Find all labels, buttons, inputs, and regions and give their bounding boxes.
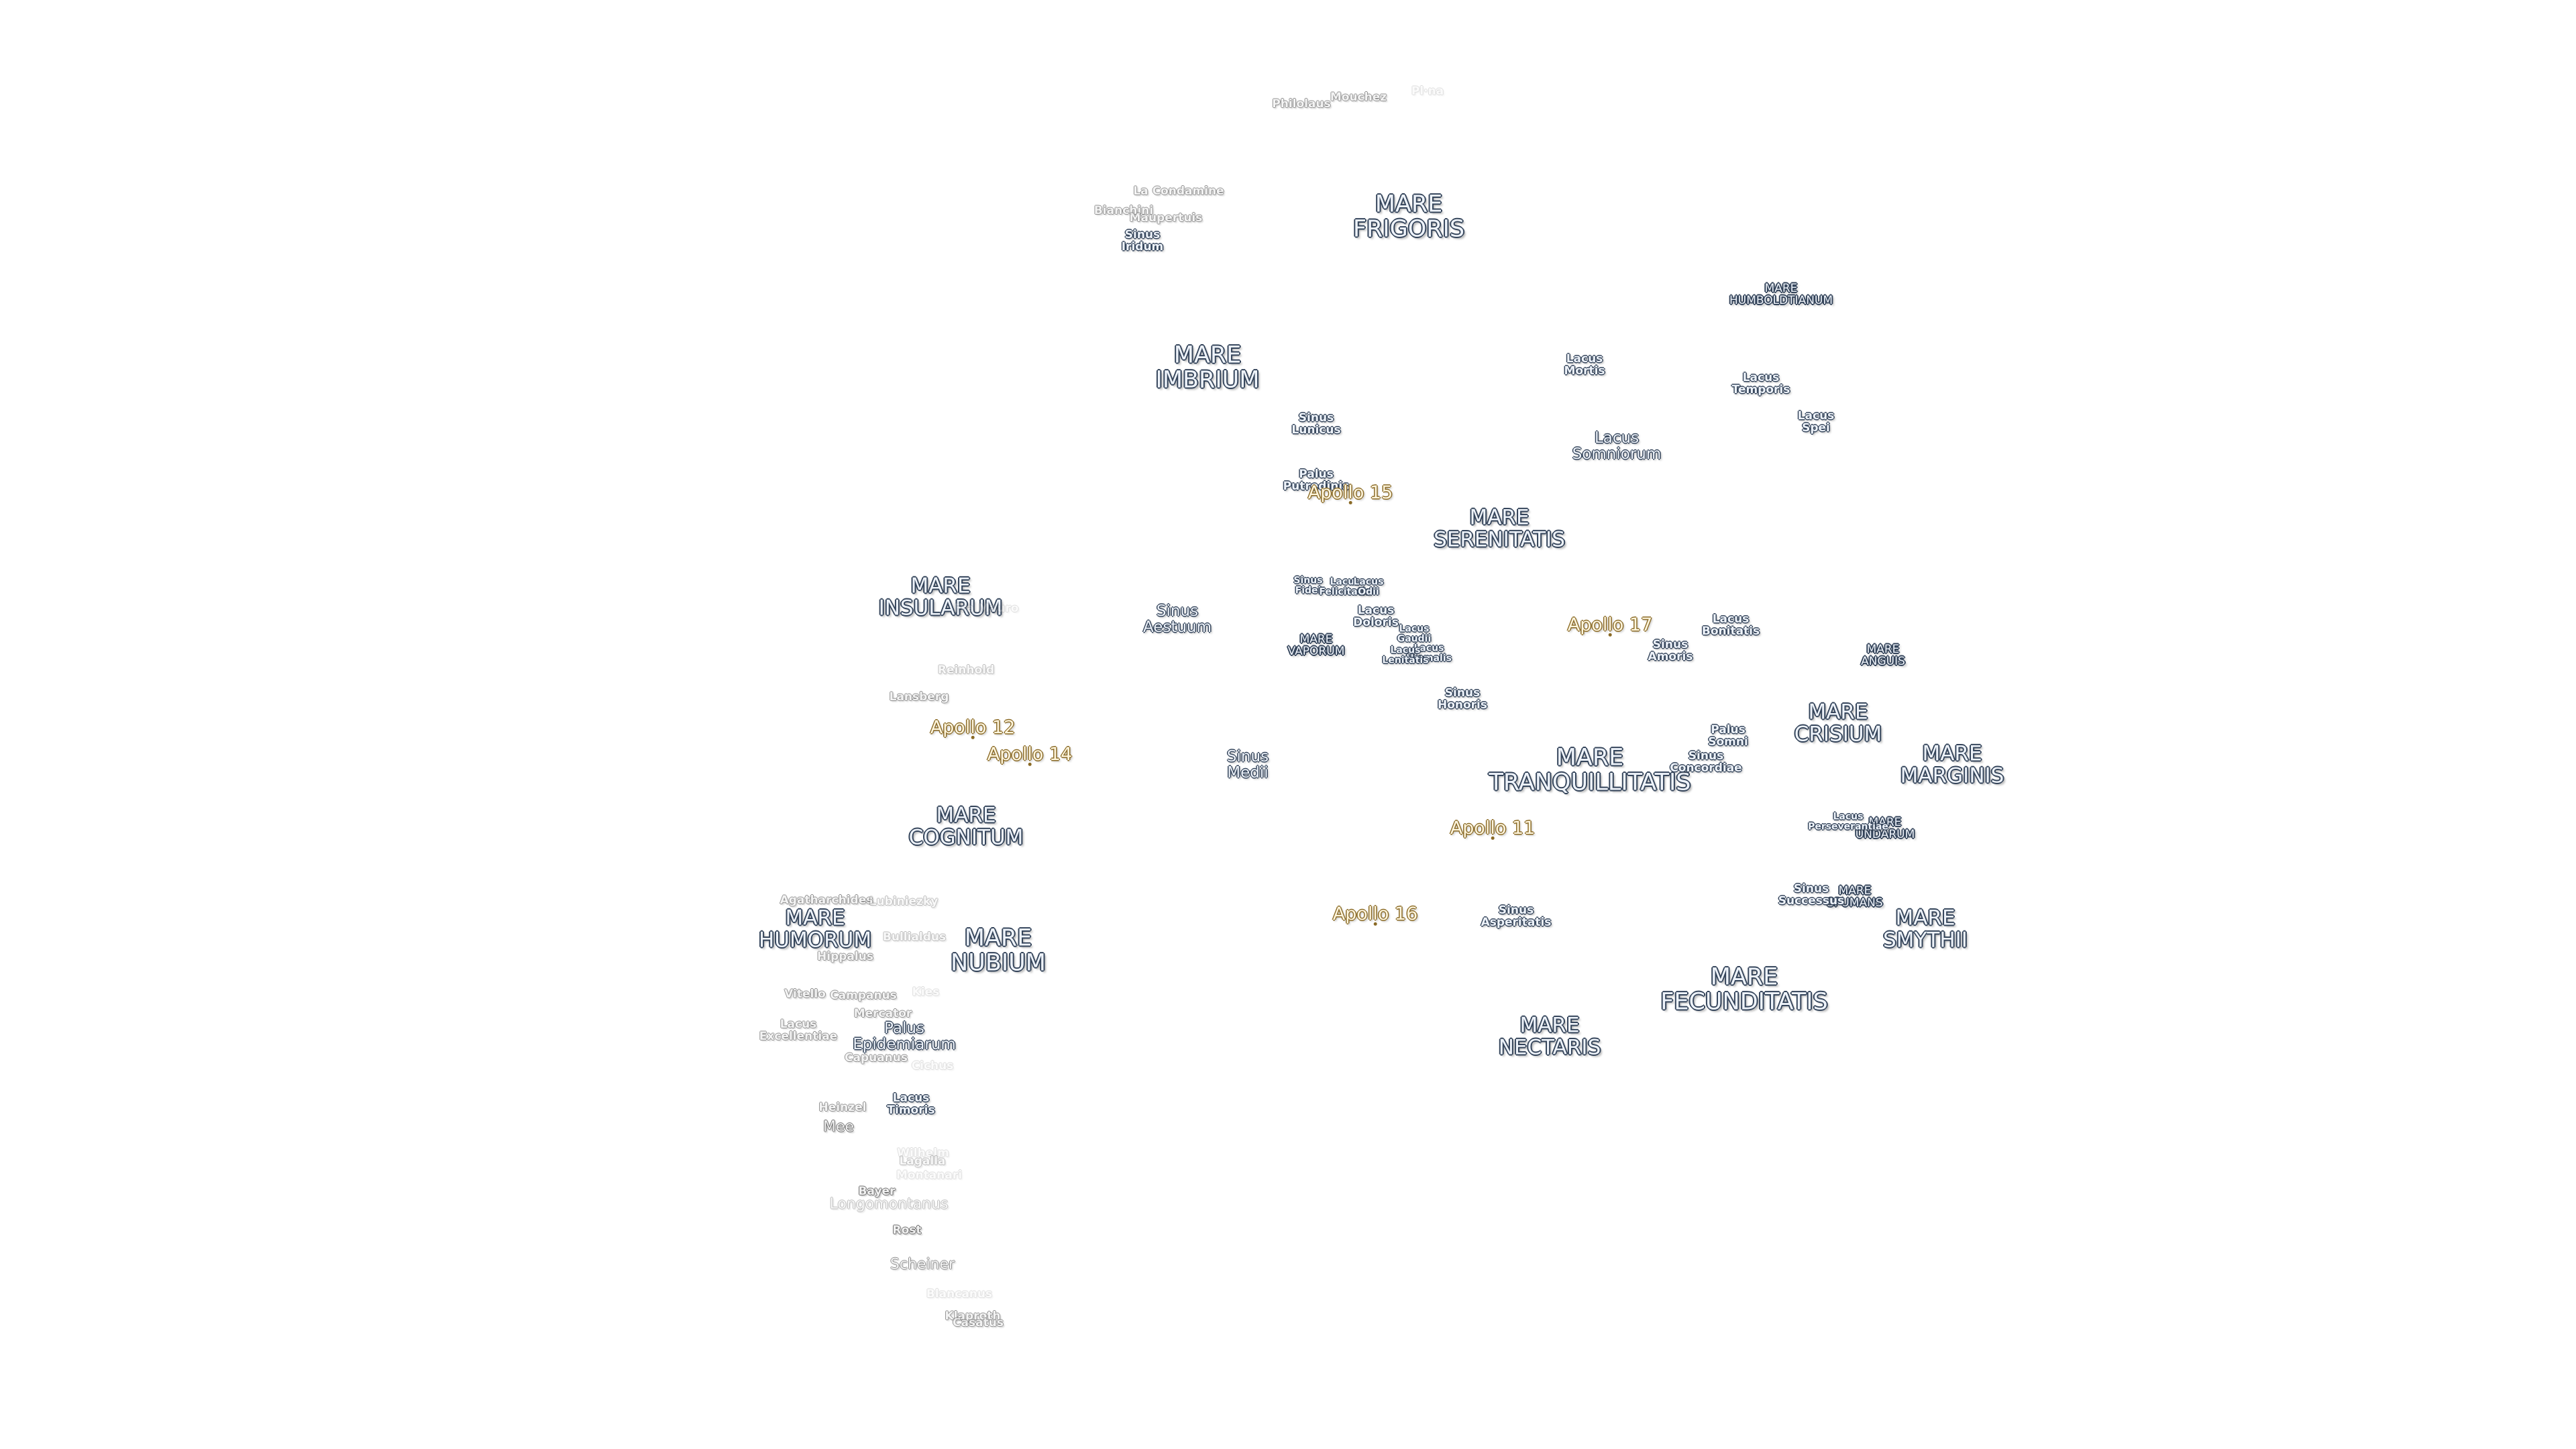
longomontanus-crater-label[interactable]: Longomontanus	[829, 1195, 949, 1213]
kies-crater-label[interactable]: Kies	[912, 985, 940, 1000]
mouchez-crater-label[interactable]: Mouchez	[1330, 91, 1387, 105]
sinus-medii-feature-label[interactable]: Sinus Medii	[1226, 747, 1269, 782]
klaproth-crater-label[interactable]: Klaproth	[945, 1309, 1001, 1324]
lacus-perseverantiae-feature-label[interactable]: Lacus Perseverantiae	[1808, 811, 1888, 832]
mare-nubium-mare-label[interactable]: MARE NUBIUM	[951, 924, 1046, 976]
lagalla-crater-label[interactable]: Lagalla	[899, 1155, 946, 1169]
mare-crisium-mare-label[interactable]: MARE CRISIUM	[1794, 700, 1882, 746]
mare-imbrium-mare-label[interactable]: MARE IMBRIUM	[1155, 341, 1260, 393]
lacus-felicitatis-feature-label[interactable]: Lacus Felicitatis	[1319, 576, 1371, 597]
mare-undarum-mare-label[interactable]: MARE UNDARUM	[1855, 816, 1915, 841]
scheiner-crater-label[interactable]: Scheiner	[890, 1256, 955, 1273]
mare-frigoris-mare-label[interactable]: MARE FRIGORIS	[1352, 191, 1465, 242]
mare-humorum-mare-label[interactable]: MARE HUMORUM	[758, 906, 872, 952]
lacus-hiemalis-feature-label[interactable]: Lacus Hiemalis	[1406, 643, 1452, 663]
mare-nectaris-mare-label[interactable]: MARE NECTARIS	[1498, 1013, 1601, 1059]
mare-marginis-mare-label[interactable]: MARE MARGINIS	[1900, 741, 2004, 788]
lacus-mortis-feature-label[interactable]: Lacus Mortis	[1564, 352, 1605, 378]
landing-site-marker	[1028, 763, 1032, 767]
mare-insularum-mare-label[interactable]: MARE INSULARUM	[878, 574, 1003, 620]
pl-na-crater-label[interactable]: Pl·na	[1411, 85, 1444, 99]
montanari-crater-label[interactable]: Montanari	[896, 1169, 963, 1183]
fra-mauro-crater-label[interactable]: Fra Mauro	[953, 602, 1019, 616]
apollo-12-landing-site-label[interactable]: Apollo 12	[930, 718, 1015, 740]
hippalus-crater-label[interactable]: Hippalus	[817, 950, 873, 964]
apollo-14-landing-site-label[interactable]: Apollo 14	[987, 745, 1072, 767]
mare-vaporum-mare-label[interactable]: MARE VAPORUM	[1287, 633, 1345, 658]
lacus-excellentiae-crater-label[interactable]: Lacus Excellentiae	[759, 1018, 838, 1043]
lacus-somniorum-feature-label[interactable]: Lacus Somniorum	[1572, 429, 1662, 463]
lacus-spei-feature-label[interactable]: Lacus Spei	[1797, 409, 1835, 435]
lacus-timoris-feature-label[interactable]: Lacus Timoris	[887, 1091, 935, 1117]
sinus-successus-feature-label[interactable]: Sinus Successus	[1778, 882, 1845, 908]
cichus-crater-label[interactable]: Cichus	[911, 1059, 954, 1073]
sinus-iridum-feature-label[interactable]: Sinus Iridum	[1121, 228, 1164, 254]
reinhold-crater-label[interactable]: Reinhold	[937, 663, 995, 678]
philolaus-crater-label[interactable]: Philolaus	[1272, 97, 1331, 111]
mee-crater-label[interactable]: Mee	[822, 1118, 855, 1136]
palus-epidemiarum-feature-label[interactable]: Palus Epidemiarum	[853, 1019, 956, 1053]
mare-fecunditatis-mare-label[interactable]: MARE FECUNDITATIS	[1660, 963, 1828, 1015]
sinus-lunicus-feature-label[interactable]: Sinus Lunicus	[1291, 411, 1341, 437]
landing-site-marker	[1374, 922, 1377, 926]
rost-crater-label[interactable]: Rost	[892, 1224, 922, 1238]
lacus-lenitatis-feature-label[interactable]: Lacus Lenitatis	[1382, 645, 1429, 665]
mare-smythii-mare-label[interactable]: MARE SMYTHII	[1883, 906, 1968, 952]
mare-serenitatis-mare-label[interactable]: MARE SERENITATIS	[1434, 505, 1565, 551]
bullialdus-crater-label[interactable]: Bullialdus	[882, 930, 947, 945]
sinus-asperitatis-feature-label[interactable]: Sinus Asperitatis	[1481, 904, 1552, 929]
heinzel-crater-label[interactable]: Heinzel	[818, 1101, 867, 1115]
sinus-fidei-feature-label[interactable]: Sinus Fidei	[1293, 575, 1323, 596]
apollo-11-landing-site-label[interactable]: Apollo 11	[1450, 818, 1535, 841]
mare-humboldtianum-mare-label[interactable]: MARE HUMBOLDTIANUM	[1729, 282, 1833, 307]
blancanus-crater-label[interactable]: Blancanus	[926, 1287, 993, 1301]
mercator-crater-label[interactable]: Mercator	[853, 1007, 912, 1021]
palus-somni-feature-label[interactable]: Palus Somni	[1708, 723, 1748, 749]
lansberg-crater-label[interactable]: Lansberg	[889, 690, 949, 704]
landing-site-marker	[1349, 501, 1352, 505]
la-condamine-crater-label[interactable]: La Condamine	[1133, 184, 1224, 199]
lubiniezky-crater-label[interactable]: Lubiniezky	[869, 895, 938, 909]
palus-putredinis-feature-label[interactable]: Palus Putredinis	[1283, 468, 1350, 493]
vitello-crater-label[interactable]: Vitello	[784, 987, 826, 1002]
maupertuis-crater-label[interactable]: Maupertuis	[1129, 211, 1203, 225]
apollo-17-landing-site-label[interactable]: Apollo 17	[1568, 615, 1652, 637]
sinus-amoris-feature-label[interactable]: Sinus Amoris	[1648, 638, 1693, 663]
landing-site-marker	[1609, 633, 1612, 637]
wilhelm-crater-label[interactable]: Wilhelm	[897, 1146, 949, 1161]
lacus-doloris-feature-label[interactable]: Lacus Doloris	[1353, 604, 1399, 629]
lacus-temporis-feature-label[interactable]: Lacus Temporis	[1731, 371, 1790, 396]
apollo-15-landing-site-label[interactable]: Apollo 15	[1308, 483, 1393, 505]
lacus-bonitatis-feature-label[interactable]: Lacus Bonitatis	[1701, 612, 1760, 638]
bayer-crater-label[interactable]: Bayer	[858, 1185, 896, 1199]
sinus-aestuum-feature-label[interactable]: Sinus Aestuum	[1142, 602, 1212, 636]
mare-anguis-mare-label[interactable]: MARE ANGUIS	[1861, 643, 1905, 668]
sinus-concordiae-feature-label[interactable]: Sinus Concordiae	[1670, 749, 1742, 775]
lacus-odii-feature-label[interactable]: Lacus Odii	[1353, 576, 1384, 597]
capuanus-crater-label[interactable]: Capuanus	[844, 1051, 908, 1065]
landing-site-marker	[1491, 837, 1495, 841]
landing-site-marker	[971, 736, 975, 740]
bianchini-crater-label[interactable]: Bianchini	[1093, 204, 1154, 218]
agatharchides-crater-label[interactable]: Agatharchides	[780, 894, 873, 908]
campanus-crater-label[interactable]: Campanus	[830, 989, 897, 1003]
mare-cognitum-mare-label[interactable]: MARE COGNITUM	[908, 803, 1024, 849]
mare-spumans-mare-label[interactable]: MARE SPUMANS	[1827, 884, 1883, 910]
lacus-gaudii-feature-label[interactable]: Lacus Gaudii	[1397, 623, 1432, 644]
casatus-crater-label[interactable]: Casatus	[953, 1316, 1004, 1330]
mare-tranquillitatis-mare-label[interactable]: MARE TRANQUILLITATIS	[1489, 744, 1691, 796]
apollo-16-landing-site-label[interactable]: Apollo 16	[1333, 904, 1417, 926]
sinus-honoris-feature-label[interactable]: Sinus Honoris	[1437, 686, 1488, 712]
